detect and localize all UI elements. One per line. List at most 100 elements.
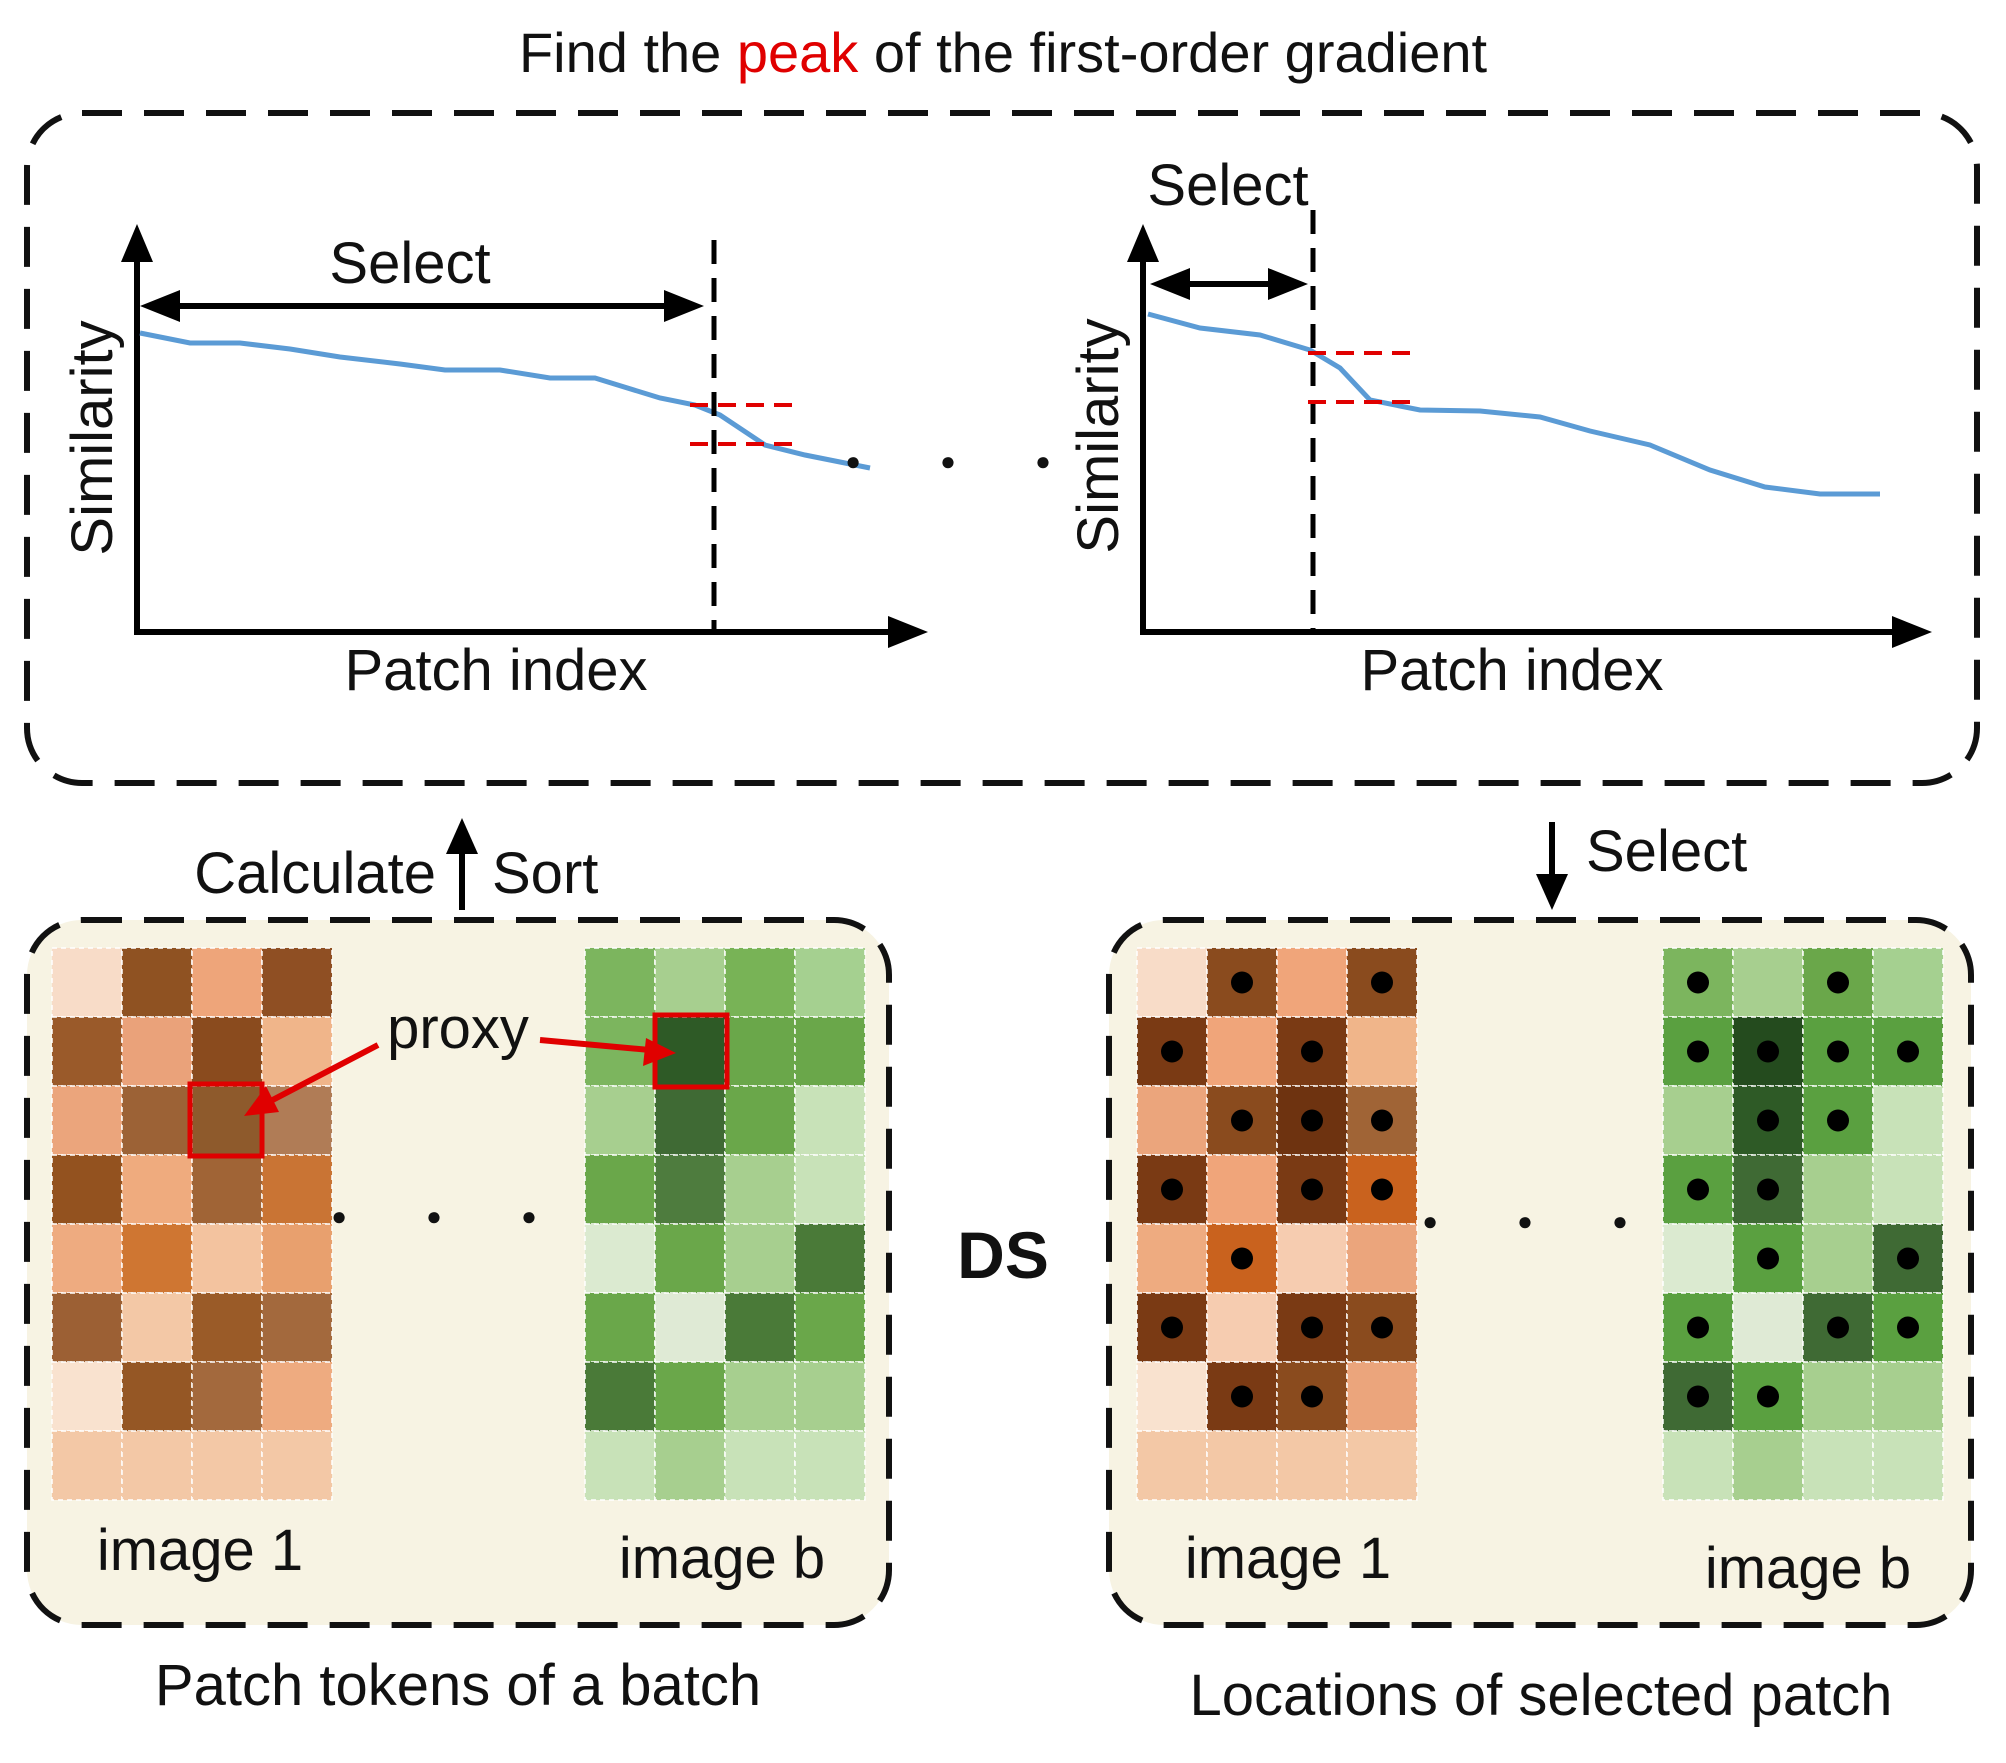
calculate-label: Calculate <box>194 841 436 906</box>
right-orange-selected-dot <box>1301 1040 1323 1063</box>
right-green-patch <box>1732 947 1804 1018</box>
left-green-patch <box>724 1430 796 1501</box>
sort-label: Sort <box>492 841 598 906</box>
left-green-patch <box>794 1154 866 1225</box>
left-orange-patch <box>191 1361 263 1432</box>
left-image1-label: image 1 <box>97 1518 303 1583</box>
left-green-patch <box>724 947 796 1018</box>
right-orange-patch <box>1206 1154 1278 1225</box>
left-plot-xlabel: Patch index <box>344 638 647 703</box>
right-orange-selected-dot <box>1161 1040 1183 1063</box>
left-orange-patch <box>191 1085 263 1156</box>
right-green-patch <box>1802 1430 1874 1501</box>
right-green-selected-dot <box>1757 1109 1779 1132</box>
right-green-patch <box>1802 1223 1874 1294</box>
left-green-patch <box>794 1085 866 1156</box>
right-orange-patch <box>1346 1361 1418 1432</box>
left-green-patch <box>584 1085 656 1156</box>
left-green-patch <box>794 1430 866 1501</box>
right-image1-label: image 1 <box>1185 1526 1391 1591</box>
left-orange-patch <box>121 1085 193 1156</box>
left-orange-patch <box>121 1223 193 1294</box>
right-orange-selected-dot <box>1231 1247 1253 1270</box>
left-panel-ellipsis: ● ● ● <box>331 1201 573 1231</box>
right-orange-selected-dot <box>1371 1109 1393 1132</box>
proxy-arrow-left-head <box>244 1086 279 1116</box>
right-orange-patch <box>1346 1430 1418 1501</box>
left-plot-similarity-curve <box>139 330 871 471</box>
left-orange-patch <box>51 1223 123 1294</box>
left-panel-caption: Patch tokens of a batch <box>155 1653 761 1718</box>
right-green-patch <box>1872 1154 1944 1225</box>
left-green-patch <box>724 1085 796 1156</box>
left-plot-select-label: Select <box>329 231 490 296</box>
title-before: Find the <box>519 21 737 84</box>
left-green-patch <box>584 1430 656 1501</box>
left-green-patch <box>584 1292 656 1363</box>
right-green-patch <box>1802 1154 1874 1225</box>
right-plot-select-arrow-left <box>1150 268 1190 300</box>
right-green-selected-dot <box>1897 1247 1919 1270</box>
right-green-patch <box>1732 1430 1804 1501</box>
left-orange-patch <box>51 1361 123 1432</box>
right-green-selected-dot <box>1827 1040 1849 1063</box>
left-green-patch <box>794 1223 866 1294</box>
right-orange-patch <box>1206 1292 1278 1363</box>
right-green-patch <box>1802 1361 1874 1432</box>
left-orange-patch <box>261 1292 333 1363</box>
right-plot-select-arrow-right <box>1268 268 1308 300</box>
left-green-patch <box>584 1361 656 1432</box>
left-green-patch <box>794 1361 866 1432</box>
left-green-patch <box>724 1223 796 1294</box>
right-green-selected-dot <box>1757 1385 1779 1408</box>
left-orange-patch <box>51 947 123 1018</box>
right-green-selected-dot <box>1897 1040 1919 1063</box>
right-green-selected-dot <box>1757 1040 1779 1063</box>
right-plot-select-label: Select <box>1147 153 1308 218</box>
right-green-patch <box>1872 1430 1944 1501</box>
left-green-patch-grid <box>584 947 866 1501</box>
left-imageb-label: image b <box>619 1526 825 1591</box>
down-arrow-head <box>1536 874 1568 910</box>
right-green-patch <box>1662 1430 1734 1501</box>
top-ellipsis: ● ● ● <box>845 446 1087 476</box>
right-green-selected-dot <box>1757 1247 1779 1270</box>
left-green-patch <box>584 947 656 1018</box>
left-plot-y-arrowhead <box>121 224 153 262</box>
proxy-label: proxy <box>387 996 529 1061</box>
right-orange-selected-dot <box>1161 1316 1183 1339</box>
right-orange-patch <box>1346 1016 1418 1087</box>
right-green-patch <box>1662 1085 1734 1156</box>
left-orange-patch <box>191 1430 263 1501</box>
left-green-patch <box>654 1085 726 1156</box>
right-orange-patch <box>1136 1430 1208 1501</box>
right-orange-patch <box>1206 1430 1278 1501</box>
left-orange-patch <box>261 1430 333 1501</box>
left-orange-patch <box>261 1085 333 1156</box>
ds-label: DS <box>957 1218 1049 1292</box>
right-green-selected-dot <box>1897 1316 1919 1339</box>
left-green-patch <box>794 1016 866 1087</box>
right-green-selected-dot <box>1827 1109 1849 1132</box>
right-green-patch <box>1872 1085 1944 1156</box>
left-orange-patch <box>121 1016 193 1087</box>
right-orange-selected-dot <box>1301 1316 1323 1339</box>
left-green-patch <box>654 1430 726 1501</box>
left-plot: Select Patch index Similarity <box>60 224 928 703</box>
left-orange-patch <box>51 1154 123 1225</box>
left-green-patch <box>724 1016 796 1087</box>
right-orange-patch <box>1206 1016 1278 1087</box>
right-green-patch <box>1872 947 1944 1018</box>
left-green-patch <box>724 1361 796 1432</box>
title: Find the peak of the first-order gradien… <box>519 21 1488 84</box>
up-arrow-head <box>446 818 478 854</box>
left-green-patch <box>724 1292 796 1363</box>
left-green-patch <box>654 1361 726 1432</box>
left-green-patch <box>584 1154 656 1225</box>
left-green-patch <box>794 1292 866 1363</box>
left-green-patch <box>794 947 866 1018</box>
left-plot-select-arrow-left <box>140 290 180 322</box>
left-proxy-box-orange <box>187 1081 265 1159</box>
right-orange-patch <box>1136 1361 1208 1432</box>
